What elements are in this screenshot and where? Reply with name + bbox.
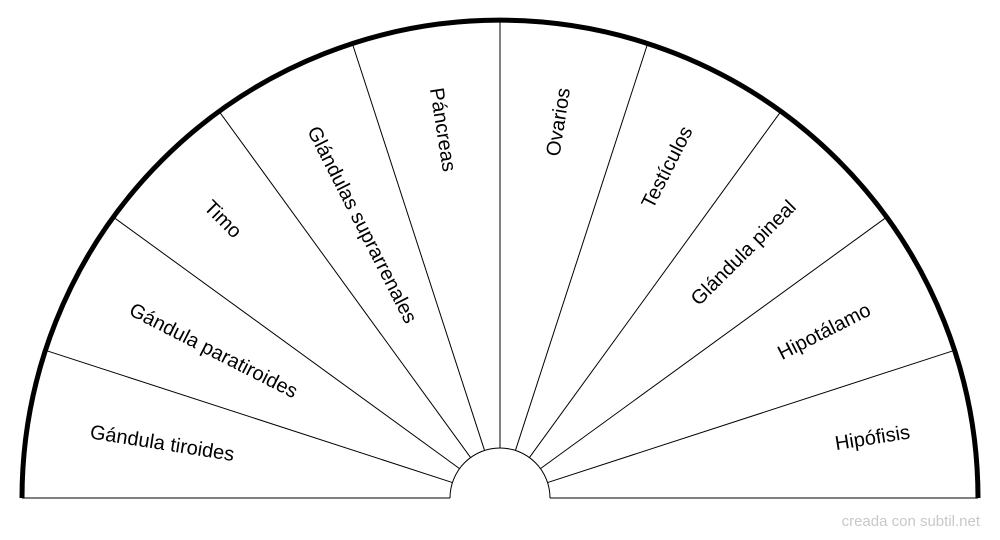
segment-label: Glándulas suprarrenales [302,123,421,327]
segment-label: Gándula tiroides [89,422,236,467]
segment-divider [540,216,888,470]
segment-divider [45,349,453,484]
segment-divider [218,110,472,458]
chart-segments [45,20,955,484]
segment-label: Glándula pineal [687,196,801,310]
segment-label: Hipófisis [833,422,911,456]
inner-hub-arc [449,447,551,499]
segment-divider [547,349,955,484]
segment-label: Hipotálamo [774,299,874,365]
outer-arc [19,17,981,499]
segment-label: Páncreas [425,86,460,173]
segment-divider [351,43,486,451]
segment-label: Timo [199,196,245,242]
segment-label: Testículos [638,123,698,212]
segment-divider [112,216,460,470]
segment-label: Ovarios [543,86,576,157]
segment-label: Gándula paratiroides [126,299,301,403]
segment-divider [514,43,649,451]
credit-text: creada con subtil.net [841,513,980,530]
segment-divider [528,110,782,458]
